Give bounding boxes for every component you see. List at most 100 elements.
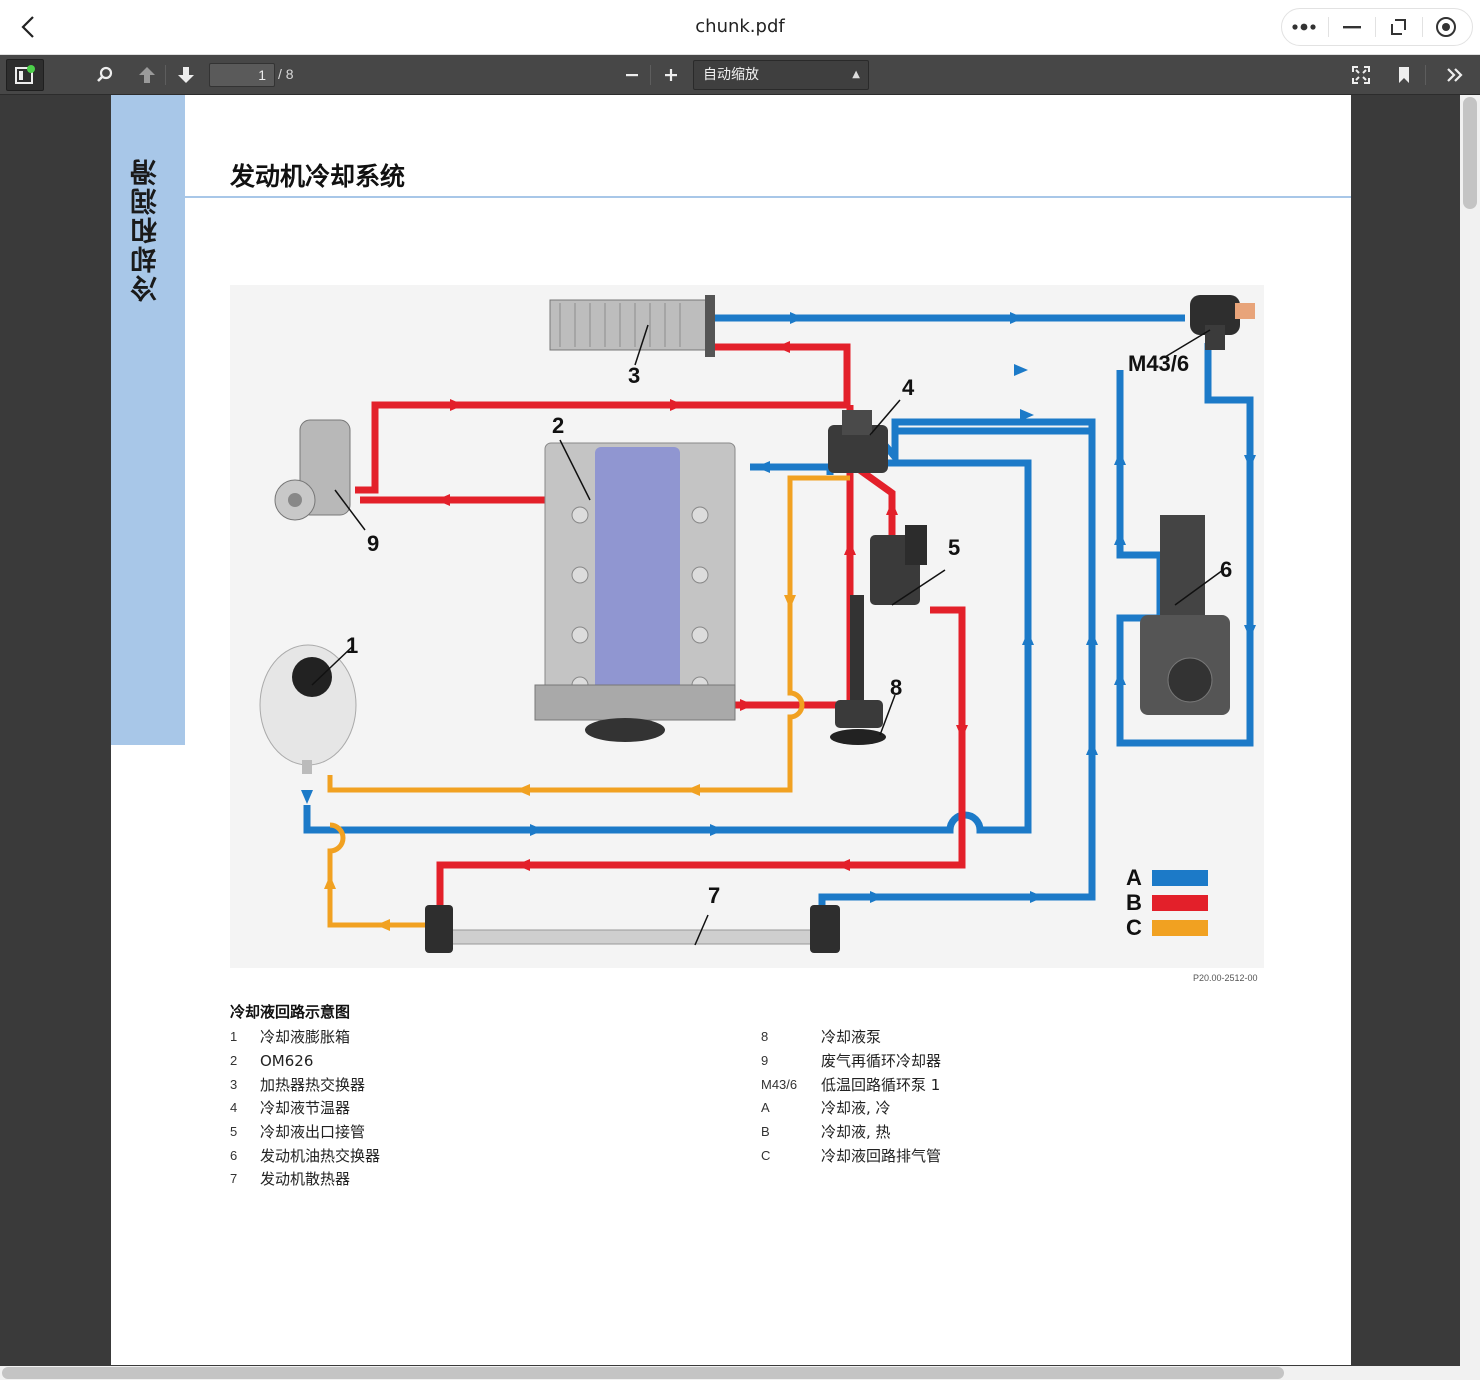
legend-item-number: 2 bbox=[230, 1053, 238, 1069]
diagram-labels: 3 2 4 M43/6 9 5 6 1 8 7 A B C bbox=[346, 351, 1232, 940]
label-8: 8 bbox=[890, 675, 902, 700]
legend-item-number: 7 bbox=[230, 1171, 238, 1187]
label-2: 2 bbox=[552, 413, 564, 438]
arrow-up-icon bbox=[139, 67, 155, 83]
restore-window-icon bbox=[1391, 19, 1406, 35]
pdf-toolbar: 1 / 8 自动缩放 ▲ bbox=[0, 55, 1480, 95]
next-page-button[interactable] bbox=[171, 61, 201, 89]
pdf-viewer[interactable]: 冷却和润滑 发动机冷却系统 bbox=[0, 95, 1480, 1380]
legend-item-number: 3 bbox=[230, 1076, 238, 1092]
figure-caption: 冷却液回路示意图 bbox=[230, 1003, 351, 1021]
coolant-pump-8 bbox=[830, 595, 896, 745]
previous-page-button[interactable] bbox=[132, 61, 162, 89]
legend-item-text: 冷却液, 冷 bbox=[821, 1099, 891, 1118]
legend-item-text: 发动机散热器 bbox=[260, 1170, 351, 1189]
horizontal-scroll-thumb[interactable] bbox=[2, 1367, 1284, 1379]
fullscreen-icon bbox=[1352, 66, 1370, 84]
vertical-scrollbar[interactable] bbox=[1460, 95, 1480, 1367]
legend-item: 3 加热器热交换器 bbox=[230, 1072, 380, 1096]
vent-flow-arrows bbox=[324, 595, 796, 931]
zoom-out-button[interactable] bbox=[617, 61, 647, 89]
target-close-icon bbox=[1436, 17, 1456, 37]
legend-item-number: 8 bbox=[761, 1029, 769, 1045]
double-chevron-right-icon bbox=[1447, 68, 1463, 82]
legend-item-text: 冷却液膨胀箱 bbox=[260, 1028, 351, 1047]
sidebar-icon bbox=[15, 65, 35, 84]
page-number-input[interactable]: 1 bbox=[209, 63, 275, 87]
legend-item-number: 5 bbox=[230, 1124, 238, 1140]
find-button[interactable] bbox=[90, 61, 120, 89]
zoom-select-value: 自动缩放 bbox=[703, 67, 759, 83]
arrow-down-icon bbox=[178, 67, 194, 83]
legend-label-c: C bbox=[1126, 915, 1142, 940]
legend-label-b: B bbox=[1126, 890, 1142, 915]
label-1: 1 bbox=[346, 633, 358, 658]
minimize-button[interactable] bbox=[1329, 8, 1375, 46]
legend-item-text: 冷却液回路排气管 bbox=[821, 1146, 942, 1165]
sidebar-toggle-button[interactable] bbox=[6, 59, 44, 91]
back-button[interactable] bbox=[14, 12, 44, 42]
legend-swatch-a bbox=[1152, 870, 1208, 886]
presentation-mode-button[interactable] bbox=[1346, 61, 1376, 89]
legend-swatch-c bbox=[1152, 920, 1208, 936]
egr-cooler-9 bbox=[274, 419, 366, 531]
zoom-select[interactable]: 自动缩放 ▲ bbox=[693, 60, 869, 90]
pdf-page: 冷却和润滑 发动机冷却系统 bbox=[111, 95, 1351, 1365]
hot-flow-arrows bbox=[436, 341, 968, 871]
legend-item-text: 低温回路循环泵 1 bbox=[821, 1075, 941, 1094]
vertical-scroll-thumb[interactable] bbox=[1463, 97, 1477, 209]
radiator-7 bbox=[425, 905, 840, 953]
vent-lines bbox=[327, 475, 850, 928]
legend-item-text: 冷却液出口接管 bbox=[260, 1123, 366, 1142]
low-temp-pump-m43-6 bbox=[1164, 295, 1255, 358]
legend-item-text: 发动机油热交换器 bbox=[260, 1146, 381, 1165]
bookmark-button[interactable] bbox=[1389, 61, 1419, 89]
legend-item-text: 加热器热交换器 bbox=[260, 1075, 366, 1094]
color-legend bbox=[1152, 870, 1208, 936]
figure-code: P20.00-2512-00 bbox=[1193, 973, 1258, 983]
legend-item-text: 冷却液, 热 bbox=[821, 1123, 891, 1142]
page-title: 发动机冷却系统 bbox=[230, 162, 406, 191]
bookmark-icon bbox=[1399, 67, 1409, 83]
legend-item-text: OM626 bbox=[260, 1051, 314, 1070]
heading-divider bbox=[185, 196, 1351, 198]
plus-icon bbox=[665, 69, 677, 81]
coolant-circuit-diagram: 3 2 4 M43/6 9 5 6 1 8 7 A B C bbox=[230, 285, 1264, 968]
heater-core-3 bbox=[549, 295, 715, 366]
zoom-in-button[interactable] bbox=[656, 61, 686, 89]
legend-item: 6 发动机油热交换器 bbox=[230, 1143, 380, 1167]
legend-item-number: 9 bbox=[761, 1053, 769, 1069]
label-m43-6: M43/6 bbox=[1128, 351, 1189, 376]
more-button[interactable] bbox=[1282, 8, 1328, 46]
close-miniapp-button[interactable] bbox=[1423, 8, 1469, 46]
updown-caret-icon: ▲ bbox=[852, 69, 860, 80]
label-7: 7 bbox=[708, 883, 720, 908]
search-icon bbox=[97, 66, 113, 82]
oil-cooler-6 bbox=[1140, 515, 1230, 715]
legend-item: 2 OM626 bbox=[230, 1049, 380, 1073]
horizontal-scrollbar[interactable] bbox=[0, 1366, 1480, 1380]
legend-item-text: 冷却液节温器 bbox=[260, 1099, 351, 1118]
document-title: chunk.pdf bbox=[695, 16, 785, 37]
legend-item: 1 冷却液膨胀箱 bbox=[230, 1025, 380, 1049]
expansion-tank-1 bbox=[259, 644, 357, 774]
restore-button[interactable] bbox=[1376, 8, 1422, 46]
legend-item: C 冷却液回路排气管 bbox=[761, 1143, 941, 1167]
legend-item-number: 1 bbox=[230, 1029, 238, 1045]
legend-item: 5 冷却液出口接管 bbox=[230, 1120, 380, 1144]
chapter-side-tab-label: 冷却和润滑 bbox=[131, 157, 162, 302]
more-dots-icon bbox=[1292, 23, 1316, 31]
chapter-side-tab: 冷却和润滑 bbox=[111, 95, 185, 745]
capsule-menu bbox=[1281, 8, 1473, 46]
title-bar: chunk.pdf bbox=[0, 0, 1480, 55]
legend-item-number: C bbox=[761, 1147, 771, 1163]
legend-item: 7 发动机散热器 bbox=[230, 1167, 380, 1191]
tools-button[interactable] bbox=[1440, 61, 1470, 89]
legend-item-number: 6 bbox=[230, 1147, 238, 1163]
